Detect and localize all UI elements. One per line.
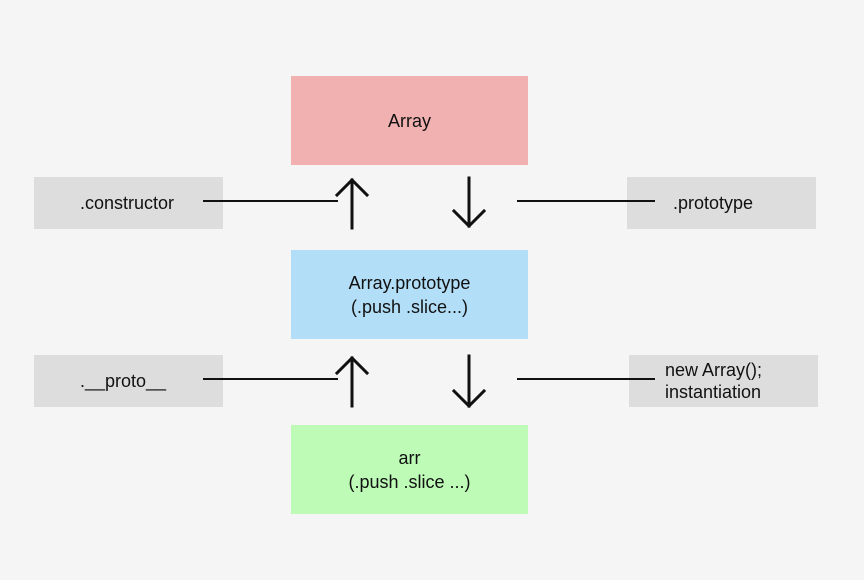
constructor-label-text: .constructor — [80, 193, 175, 213]
array-prototype-subtitle: (.push .slice...) — [350, 296, 469, 317]
array-node-title: Array — [387, 110, 431, 131]
instantiation-line-1: new Array(); — [665, 360, 763, 380]
constructor-label: .constructor — [34, 177, 223, 229]
constructor-connector — [203, 200, 338, 202]
arr-node: arr (.push .slice ...) — [291, 425, 528, 514]
arrow-up-icon — [334, 354, 370, 408]
instantiation-label-text: new Array(); instantiation — [665, 359, 762, 403]
arr-node-title: arr — [398, 447, 421, 468]
array-prototype-node: Array.prototype (.push .slice...) — [291, 250, 528, 339]
prototype-connector — [517, 200, 655, 202]
arrow-down-icon — [451, 176, 487, 230]
instantiation-label: new Array(); instantiation — [629, 355, 818, 407]
arr-node-subtitle: (.push .slice ...) — [348, 471, 471, 492]
prototype-label-text: .prototype — [673, 193, 754, 213]
array-prototype-title: Array.prototype — [348, 272, 471, 293]
instantiation-line-2: instantiation — [665, 382, 762, 402]
proto-connector — [203, 378, 338, 380]
proto-label-text: .__proto__ — [80, 371, 167, 391]
prototype-label: .prototype — [627, 177, 816, 229]
proto-label: .__proto__ — [34, 355, 223, 407]
arrow-up-icon — [334, 176, 370, 230]
array-node: Array — [291, 76, 528, 165]
arrow-down-icon — [451, 354, 487, 410]
instantiation-connector — [517, 378, 655, 380]
